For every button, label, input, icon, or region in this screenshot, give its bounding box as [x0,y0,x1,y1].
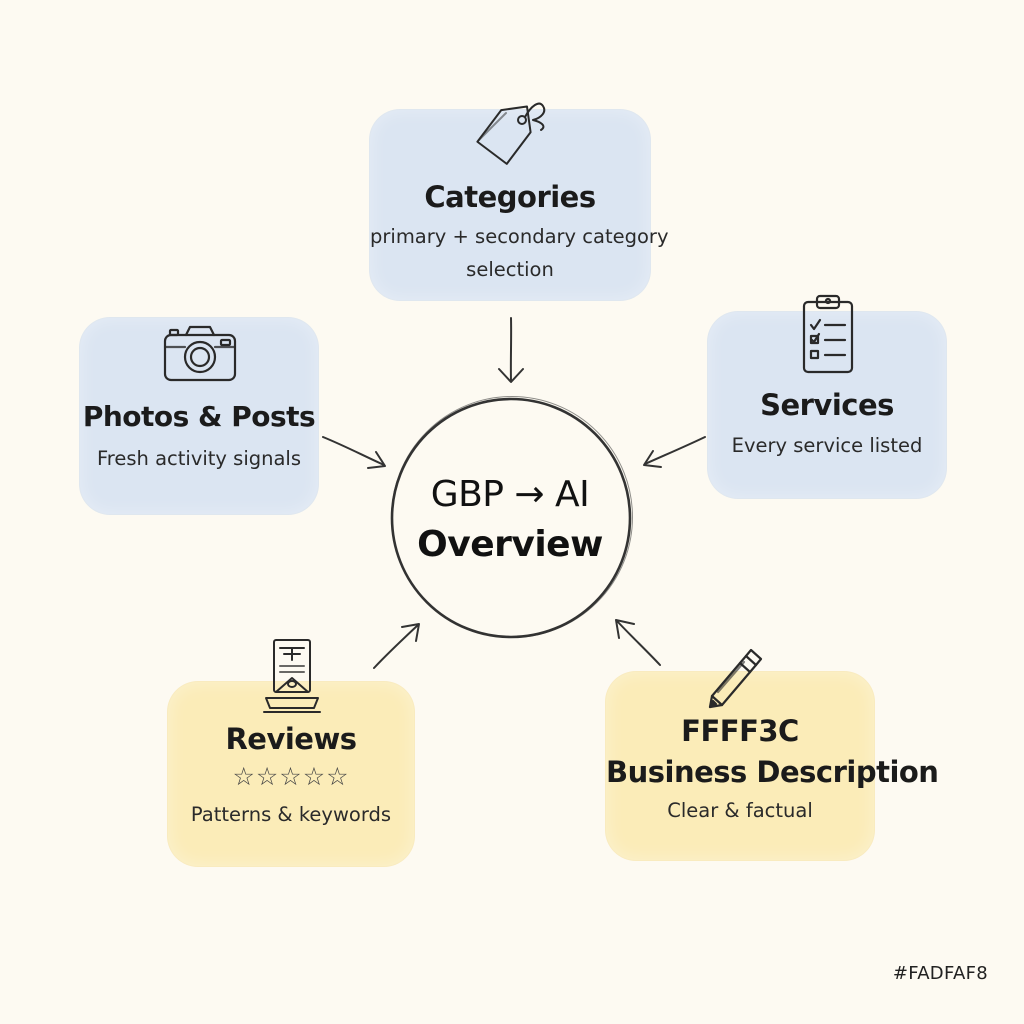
categories-subtitle-line-2: selection [466,258,554,281]
business-description-title-line-2: Business Description [606,755,939,789]
pencil-icon [708,648,763,709]
node-business-description: FFFF3C Business Description Clear & fact… [606,648,939,860]
clipboard-checklist-icon [802,294,854,374]
price-tag-icon [476,102,546,165]
reviews-subtitle: Patterns & keywords [190,803,392,826]
hub-label-line-1: GBP → AI [430,474,590,515]
rating-stars: ☆☆☆☆☆ [232,762,350,791]
reviews-title: Reviews [225,722,357,756]
arrow-categories-to-hub [498,317,524,383]
arrow-description-to-hub [615,619,661,666]
services-subtitle: Every service listed [731,434,923,457]
categories-subtitle-line-1: primary + secondary category [370,225,669,248]
arrow-services-to-hub [643,436,706,468]
camera-icon [163,325,237,382]
arrow-reviews-to-hub [373,623,420,669]
hub-label: GBP → AI Overview [390,470,630,570]
arrow-photos-to-hub [322,436,386,469]
node-photos-posts: Photos & Posts Fresh activity signals [80,318,318,514]
photos-posts-title: Photos & Posts [82,400,316,433]
business-description-subtitle: Clear & factual [667,799,813,822]
categories-subtitle: primary + secondary category selection [370,220,669,286]
photos-posts-subtitle: Fresh activity signals [96,447,302,470]
node-reviews: Reviews ☆☆☆☆☆ Patterns & keywords [168,639,414,866]
node-services: Services Every service listed [708,294,946,498]
hub-label-line-2: Overview [417,524,603,565]
corner-color-label: #FADFAF8 [892,963,988,984]
categories-title: Categories [424,180,596,214]
node-categories: Categories primary + secondary category … [370,102,669,300]
business-description-title-line-1: FFFF3C [681,714,799,748]
services-title: Services [760,388,894,422]
review-box-icon [263,639,321,713]
